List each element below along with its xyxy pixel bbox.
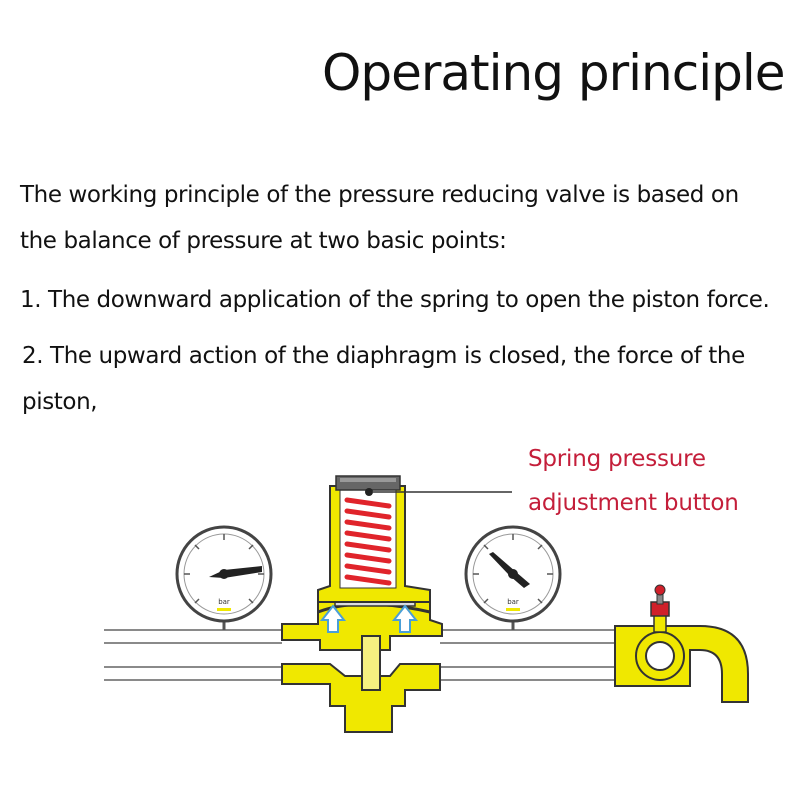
point-1: 1. The downward application of the sprin…: [20, 287, 770, 313]
left-gauge-unit: bar: [218, 598, 230, 606]
valve-handle-icon: [650, 584, 670, 617]
pipe-lines: [104, 629, 615, 681]
intro-line-1: The working principle of the pressure re…: [20, 182, 739, 208]
point-2-line-2: piston,: [22, 389, 98, 415]
valve-body: [281, 601, 443, 733]
adjustment-button: [335, 475, 401, 496]
left-pressure-gauge: bar: [175, 525, 273, 630]
right-pressure-gauge: bar: [464, 525, 562, 630]
spring: [344, 497, 392, 586]
point-2: 2. The upward action of the diaphragm is…: [22, 333, 745, 425]
intro-line-2: the balance of pressure at two basic poi…: [20, 228, 507, 254]
right-gauge-unit: bar: [507, 598, 519, 606]
upward-arrow-left-icon: [319, 604, 347, 633]
point-2-line-1: 2. The upward action of the diaphragm is…: [22, 343, 745, 369]
callout-line-2: adjustment button: [528, 490, 739, 516]
upward-arrow-right-icon: [391, 604, 419, 633]
ball-valve: [635, 611, 685, 681]
page-title: Operating principle: [322, 44, 786, 102]
intro-paragraph: The working principle of the pressure re…: [20, 172, 739, 264]
callout-line-1: Spring pressure: [528, 446, 706, 472]
